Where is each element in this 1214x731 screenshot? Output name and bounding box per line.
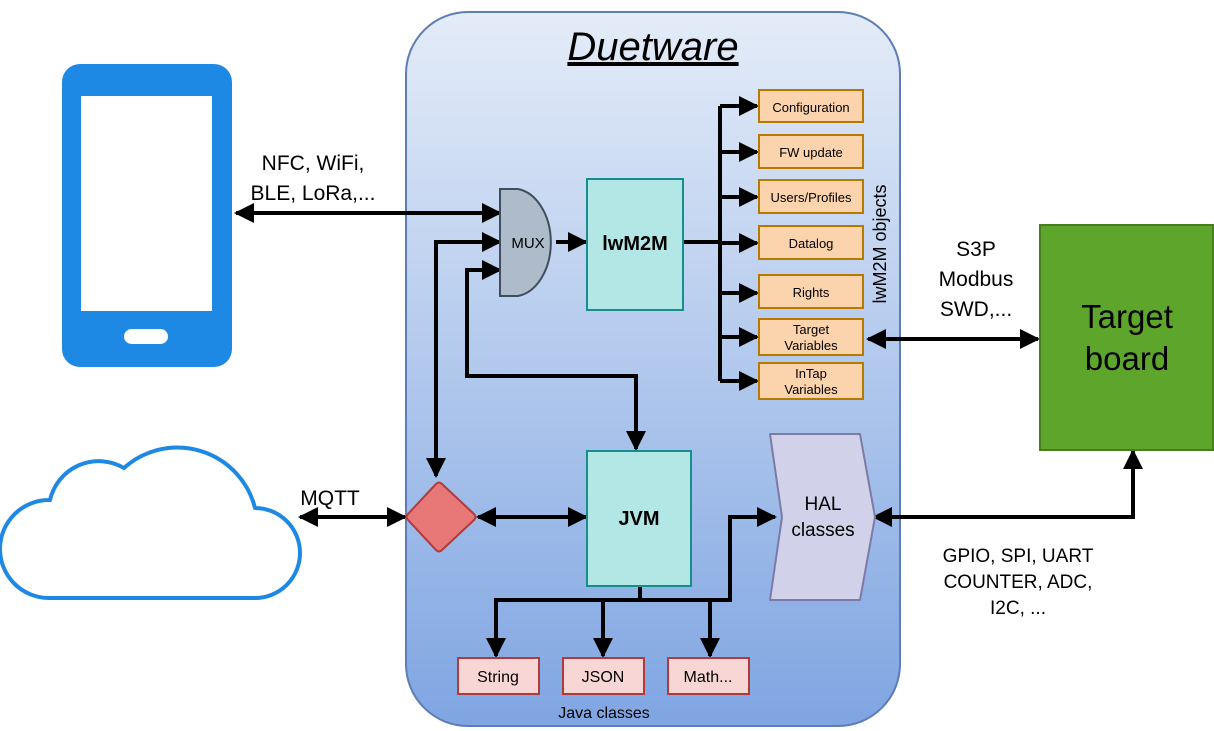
object-rights-label: Rights — [793, 285, 830, 300]
svg-text:COUNTER, ADC,: COUNTER, ADC, — [944, 572, 1093, 593]
hal-board-arrow — [872, 449, 1143, 527]
object-configuration — [758, 89, 864, 123]
object-rights — [758, 274, 864, 309]
svg-text:I2C, ...: I2C, ... — [990, 598, 1046, 619]
lwm2m-block: lwM2M — [586, 178, 684, 311]
svg-text:SWD,...: SWD,... — [940, 298, 1012, 321]
hal-link-label: GPIO, SPI, UART COUNTER, ADC, I2C, ... — [943, 546, 1094, 619]
gateway-diamond — [405, 481, 477, 553]
object-configuration-label: Configuration — [772, 100, 849, 115]
class-string — [457, 657, 540, 695]
svg-text:GPIO, SPI, UART: GPIO, SPI, UART — [943, 546, 1094, 567]
diamond-mux-arrow — [426, 232, 502, 478]
java-classes: String JSON Math... Java classes — [457, 657, 750, 722]
hal-classes-block: HAL classes — [769, 433, 876, 601]
smartphone-icon — [62, 64, 232, 367]
class-json — [562, 657, 645, 695]
svg-text:BLE, LoRa,...: BLE, LoRa,... — [251, 182, 376, 205]
svg-text:HAL: HAL — [805, 494, 842, 515]
target-link-label: S3P Modbus SWD,... — [939, 238, 1014, 321]
svg-text:MUX: MUX — [511, 235, 544, 252]
svg-text:NFC, WiFi,: NFC, WiFi, — [262, 152, 365, 175]
svg-text:InTap: InTap — [795, 366, 827, 381]
class-string-label: String — [477, 669, 519, 686]
mqtt-label: MQTT — [300, 487, 360, 510]
object-datalog — [758, 225, 864, 260]
object-users-profiles — [758, 179, 864, 214]
mux-block: MUX — [499, 188, 552, 297]
objects-caption: lwM2M objects — [870, 184, 890, 303]
java-classes-caption: Java classes — [558, 705, 650, 722]
svg-text:classes: classes — [791, 520, 854, 541]
object-fw-update — [758, 134, 864, 169]
svg-text:Variables: Variables — [784, 382, 838, 397]
jvm-block: JVM — [586, 450, 692, 587]
cloud-icon — [0, 445, 302, 600]
class-math — [667, 657, 750, 695]
object-target-variables — [758, 318, 864, 356]
svg-text:Modbus: Modbus — [939, 268, 1014, 291]
object-users-profiles-label: Users/Profiles — [771, 190, 852, 205]
class-json-label: JSON — [582, 669, 625, 686]
svg-text:JVM: JVM — [618, 508, 659, 530]
svg-text:board: board — [1085, 340, 1169, 377]
object-fw-update-label: FW update — [779, 145, 843, 160]
svg-text:Variables: Variables — [784, 338, 838, 353]
svg-text:Target: Target — [1081, 298, 1173, 335]
svg-text:Target: Target — [793, 322, 830, 337]
svg-text:S3P: S3P — [956, 238, 996, 261]
mux-jvm-arrow — [465, 260, 646, 451]
object-target-variables-label: Target Variables — [784, 322, 838, 353]
svg-text:lwM2M: lwM2M — [602, 233, 668, 255]
object-datalog-label: Datalog — [789, 236, 834, 251]
jvm-trunk — [638, 507, 777, 602]
duetware-title: Duetware — [567, 25, 738, 69]
connectors — [234, 96, 1143, 658]
phone-link-label: NFC, WiFi, BLE, LoRa,... — [251, 152, 376, 205]
class-math-label: Math... — [684, 669, 733, 686]
target-board: Target board — [1039, 224, 1214, 451]
object-intap-variables — [758, 362, 864, 400]
object-intap-variables-label: InTap Variables — [784, 366, 838, 397]
lwm2m-objects: Configuration FW update Users/Profiles D… — [758, 89, 864, 400]
